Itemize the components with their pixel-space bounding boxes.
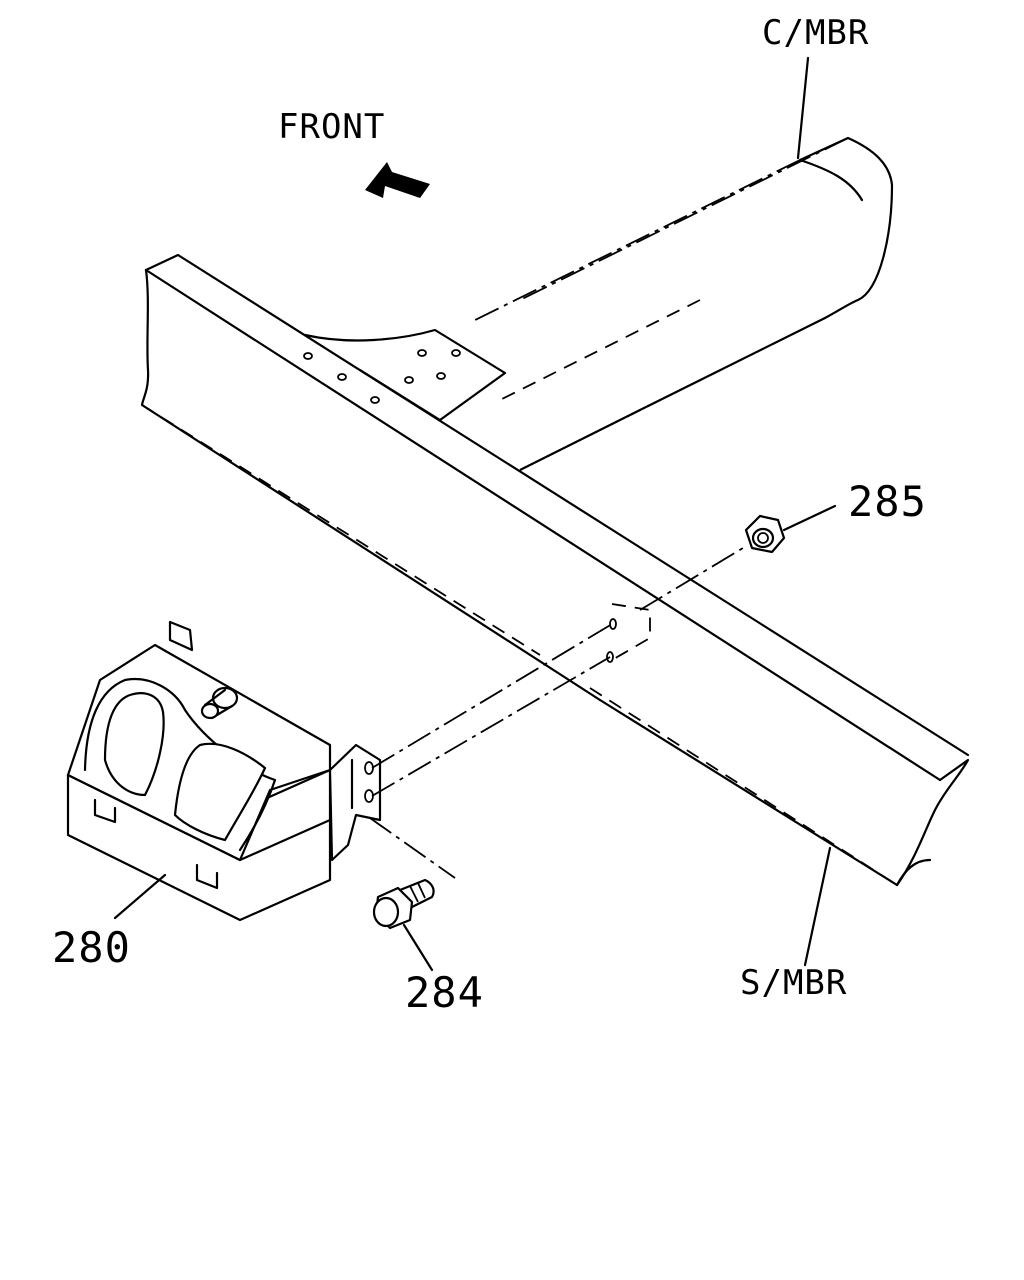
side-member [140, 253, 970, 887]
flange-holes [303, 349, 461, 404]
callout-285: 285 [848, 477, 927, 526]
cross-member [303, 136, 894, 471]
bolt-part [369, 817, 456, 972]
bracket-assembly [66, 620, 613, 922]
nut-part [639, 504, 837, 611]
cross-member-label: C/MBR [762, 13, 869, 53]
front-label: FRONT [278, 107, 385, 147]
callout-280: 280 [52, 923, 131, 972]
arrow-up-left-icon [365, 162, 430, 198]
leader-280 [113, 873, 167, 920]
callout-284: 284 [405, 968, 484, 1017]
side-member-label: S/MBR [740, 963, 847, 1003]
leader-cmbr [796, 56, 810, 160]
leader-smbr [803, 846, 832, 967]
